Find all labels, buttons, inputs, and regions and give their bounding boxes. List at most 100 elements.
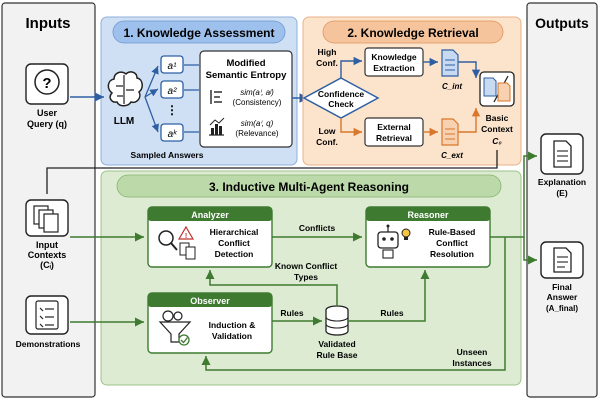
high-conf-label-2: Conf. bbox=[316, 58, 338, 68]
reasoner-agent: Reasoner Rule-Based Conflict Resolution bbox=[365, 206, 491, 268]
robot-icon bbox=[377, 224, 399, 259]
entropy-title-2: Semantic Entropy bbox=[206, 70, 287, 81]
low-conf-label-2: Conf. bbox=[316, 137, 338, 147]
high-conf-label-1: High bbox=[318, 47, 337, 57]
input-contexts-label-3: (Cᵢ) bbox=[40, 260, 54, 270]
basic-context-to-analyzer-arrow bbox=[46, 150, 498, 194]
svg-text:!: ! bbox=[185, 233, 187, 240]
outputs-column: Outputs Explanation (E) Final Answer (A bbox=[526, 2, 598, 398]
svg-text:a¹: a¹ bbox=[168, 61, 178, 72]
database-icon bbox=[325, 305, 349, 336]
demonstrations: Demonstrations bbox=[16, 295, 81, 349]
validated-label-1: Validated bbox=[318, 339, 355, 349]
answer-ellipsis: ⋮ bbox=[166, 103, 178, 117]
high-conf-arrow bbox=[340, 56, 362, 78]
semantic-entropy-box: Modified Semantic Entropy sim(aⁱ, aʲ) (C… bbox=[199, 50, 293, 148]
svg-text:External: External bbox=[377, 122, 411, 132]
assessment-title: 1. Knowledge Assessment bbox=[124, 26, 275, 40]
explanation-label-1: Explanation bbox=[538, 177, 586, 187]
reasoner-to-answer-arrow bbox=[523, 237, 537, 265]
answer-document-icon bbox=[553, 247, 572, 273]
explanation-label-2: (E) bbox=[556, 188, 568, 198]
outputs-title: Outputs bbox=[535, 15, 589, 31]
svg-text:Validation: Validation bbox=[212, 331, 252, 341]
svg-text:?: ? bbox=[42, 75, 51, 92]
rules-label-1: Rules bbox=[280, 308, 303, 318]
reasoner-title: Reasoner bbox=[407, 210, 449, 220]
funnel-gear-icon bbox=[158, 310, 192, 346]
analyzer-title: Analyzer bbox=[191, 210, 229, 220]
c-ext-label: C_ext bbox=[441, 151, 463, 160]
answer-bubble-1: a¹ bbox=[160, 55, 184, 74]
bar-chart-icon bbox=[209, 117, 225, 136]
confidence-check-label-2: Check bbox=[328, 99, 354, 109]
documents-icon bbox=[33, 205, 59, 233]
llm-label: LLM bbox=[114, 116, 135, 127]
warning-icon: ! bbox=[177, 225, 195, 240]
final-answer-label-2: Answer bbox=[547, 292, 578, 302]
unseen-instances-arrow bbox=[201, 237, 506, 371]
inputs-column: Inputs ? User Query (q) Input Contexts (… bbox=[1, 2, 96, 398]
answer-bubble-k: aᵏ bbox=[160, 123, 184, 142]
brain-icon bbox=[107, 71, 143, 107]
low-conf-label-1: Low bbox=[319, 126, 336, 136]
svg-text:Rule-Based: Rule-Based bbox=[429, 227, 476, 237]
knowledge-extraction-box: Knowledge Extraction bbox=[364, 47, 424, 77]
svg-text:Extraction: Extraction bbox=[373, 63, 415, 73]
svg-text:Retrieval: Retrieval bbox=[376, 133, 412, 143]
svg-text:Detection: Detection bbox=[215, 249, 254, 259]
magnifier-icon bbox=[158, 230, 178, 251]
basic-context-label-2: Context bbox=[481, 124, 513, 134]
relevance-formula: sim(aⁱ, q) bbox=[241, 119, 274, 128]
final-answer-output: Final Answer (A_final) bbox=[540, 241, 584, 313]
validated-label-2: Rule Base bbox=[316, 350, 357, 360]
answer-bubbles: a¹ a² ⋮ aᵏ bbox=[144, 55, 199, 142]
svg-text:Induction &: Induction & bbox=[209, 320, 256, 330]
unseen-label-2: Instances bbox=[452, 358, 491, 368]
known-conflict-label-1: Known Conflict bbox=[275, 261, 337, 271]
conflict-docs-icon bbox=[179, 242, 196, 260]
rules-label-2: Rules bbox=[380, 308, 403, 318]
observer-agent: Observer Induction & Validation bbox=[147, 292, 273, 354]
demonstrations-label: Demonstrations bbox=[16, 339, 81, 349]
svg-text:a²: a² bbox=[168, 86, 178, 97]
consistency-label: (Consistency) bbox=[233, 98, 282, 107]
user-query: ? User Query (q) bbox=[25, 63, 69, 129]
svg-text:Resolution: Resolution bbox=[430, 249, 474, 259]
retrieval-title: 2. Knowledge Retrieval bbox=[347, 26, 478, 40]
unseen-label-1: Unseen bbox=[457, 347, 488, 357]
svg-text:aᵏ: aᵏ bbox=[168, 129, 178, 140]
final-answer-label-1: Final bbox=[552, 282, 572, 292]
question-icon: ? bbox=[34, 69, 60, 95]
inputs-title: Inputs bbox=[26, 15, 71, 32]
input-contexts-label-2: Contexts bbox=[28, 250, 67, 260]
input-contexts: Input Contexts (Cᵢ) bbox=[25, 199, 69, 270]
analyzer-agent: Analyzer ! Hierarchical Conflict Detecti… bbox=[147, 206, 273, 268]
checklist-icon bbox=[35, 300, 59, 330]
conflicts-label: Conflicts bbox=[299, 223, 336, 233]
c-int-label: C_int bbox=[442, 82, 462, 91]
sampled-answers-label: Sampled Answers bbox=[131, 150, 204, 160]
consistency-formula: sim(aⁱ, aʲ) bbox=[240, 88, 274, 97]
svg-text:Conflict: Conflict bbox=[436, 238, 468, 248]
explanation-output: Explanation (E) bbox=[538, 133, 586, 198]
rulebase-to-reasoner-arrow bbox=[348, 270, 430, 322]
external-context-doc-icon bbox=[441, 118, 459, 146]
svg-text:Conflict: Conflict bbox=[218, 238, 250, 248]
entropy-title-1: Modified bbox=[226, 58, 265, 69]
svg-text:Hierarchical: Hierarchical bbox=[210, 227, 259, 237]
external-retrieval-box: External Retrieval bbox=[364, 117, 424, 147]
svg-text:Knowledge: Knowledge bbox=[371, 52, 417, 62]
known-conflict-label-2: Types bbox=[294, 272, 318, 282]
answer-bubble-2: a² bbox=[160, 80, 184, 99]
confidence-check-label-1: Confidence bbox=[318, 89, 365, 99]
low-conf-arrow bbox=[340, 118, 362, 137]
internal-context-doc-icon bbox=[441, 49, 459, 77]
final-answer-label-3: (A_final) bbox=[546, 304, 578, 313]
input-contexts-label-1: Input bbox=[36, 240, 58, 250]
relevance-label: (Relevance) bbox=[235, 129, 278, 138]
basic-context-label-3: C₀ bbox=[492, 136, 502, 146]
user-query-label-1: User bbox=[37, 108, 58, 118]
align-lines-icon bbox=[210, 90, 222, 104]
